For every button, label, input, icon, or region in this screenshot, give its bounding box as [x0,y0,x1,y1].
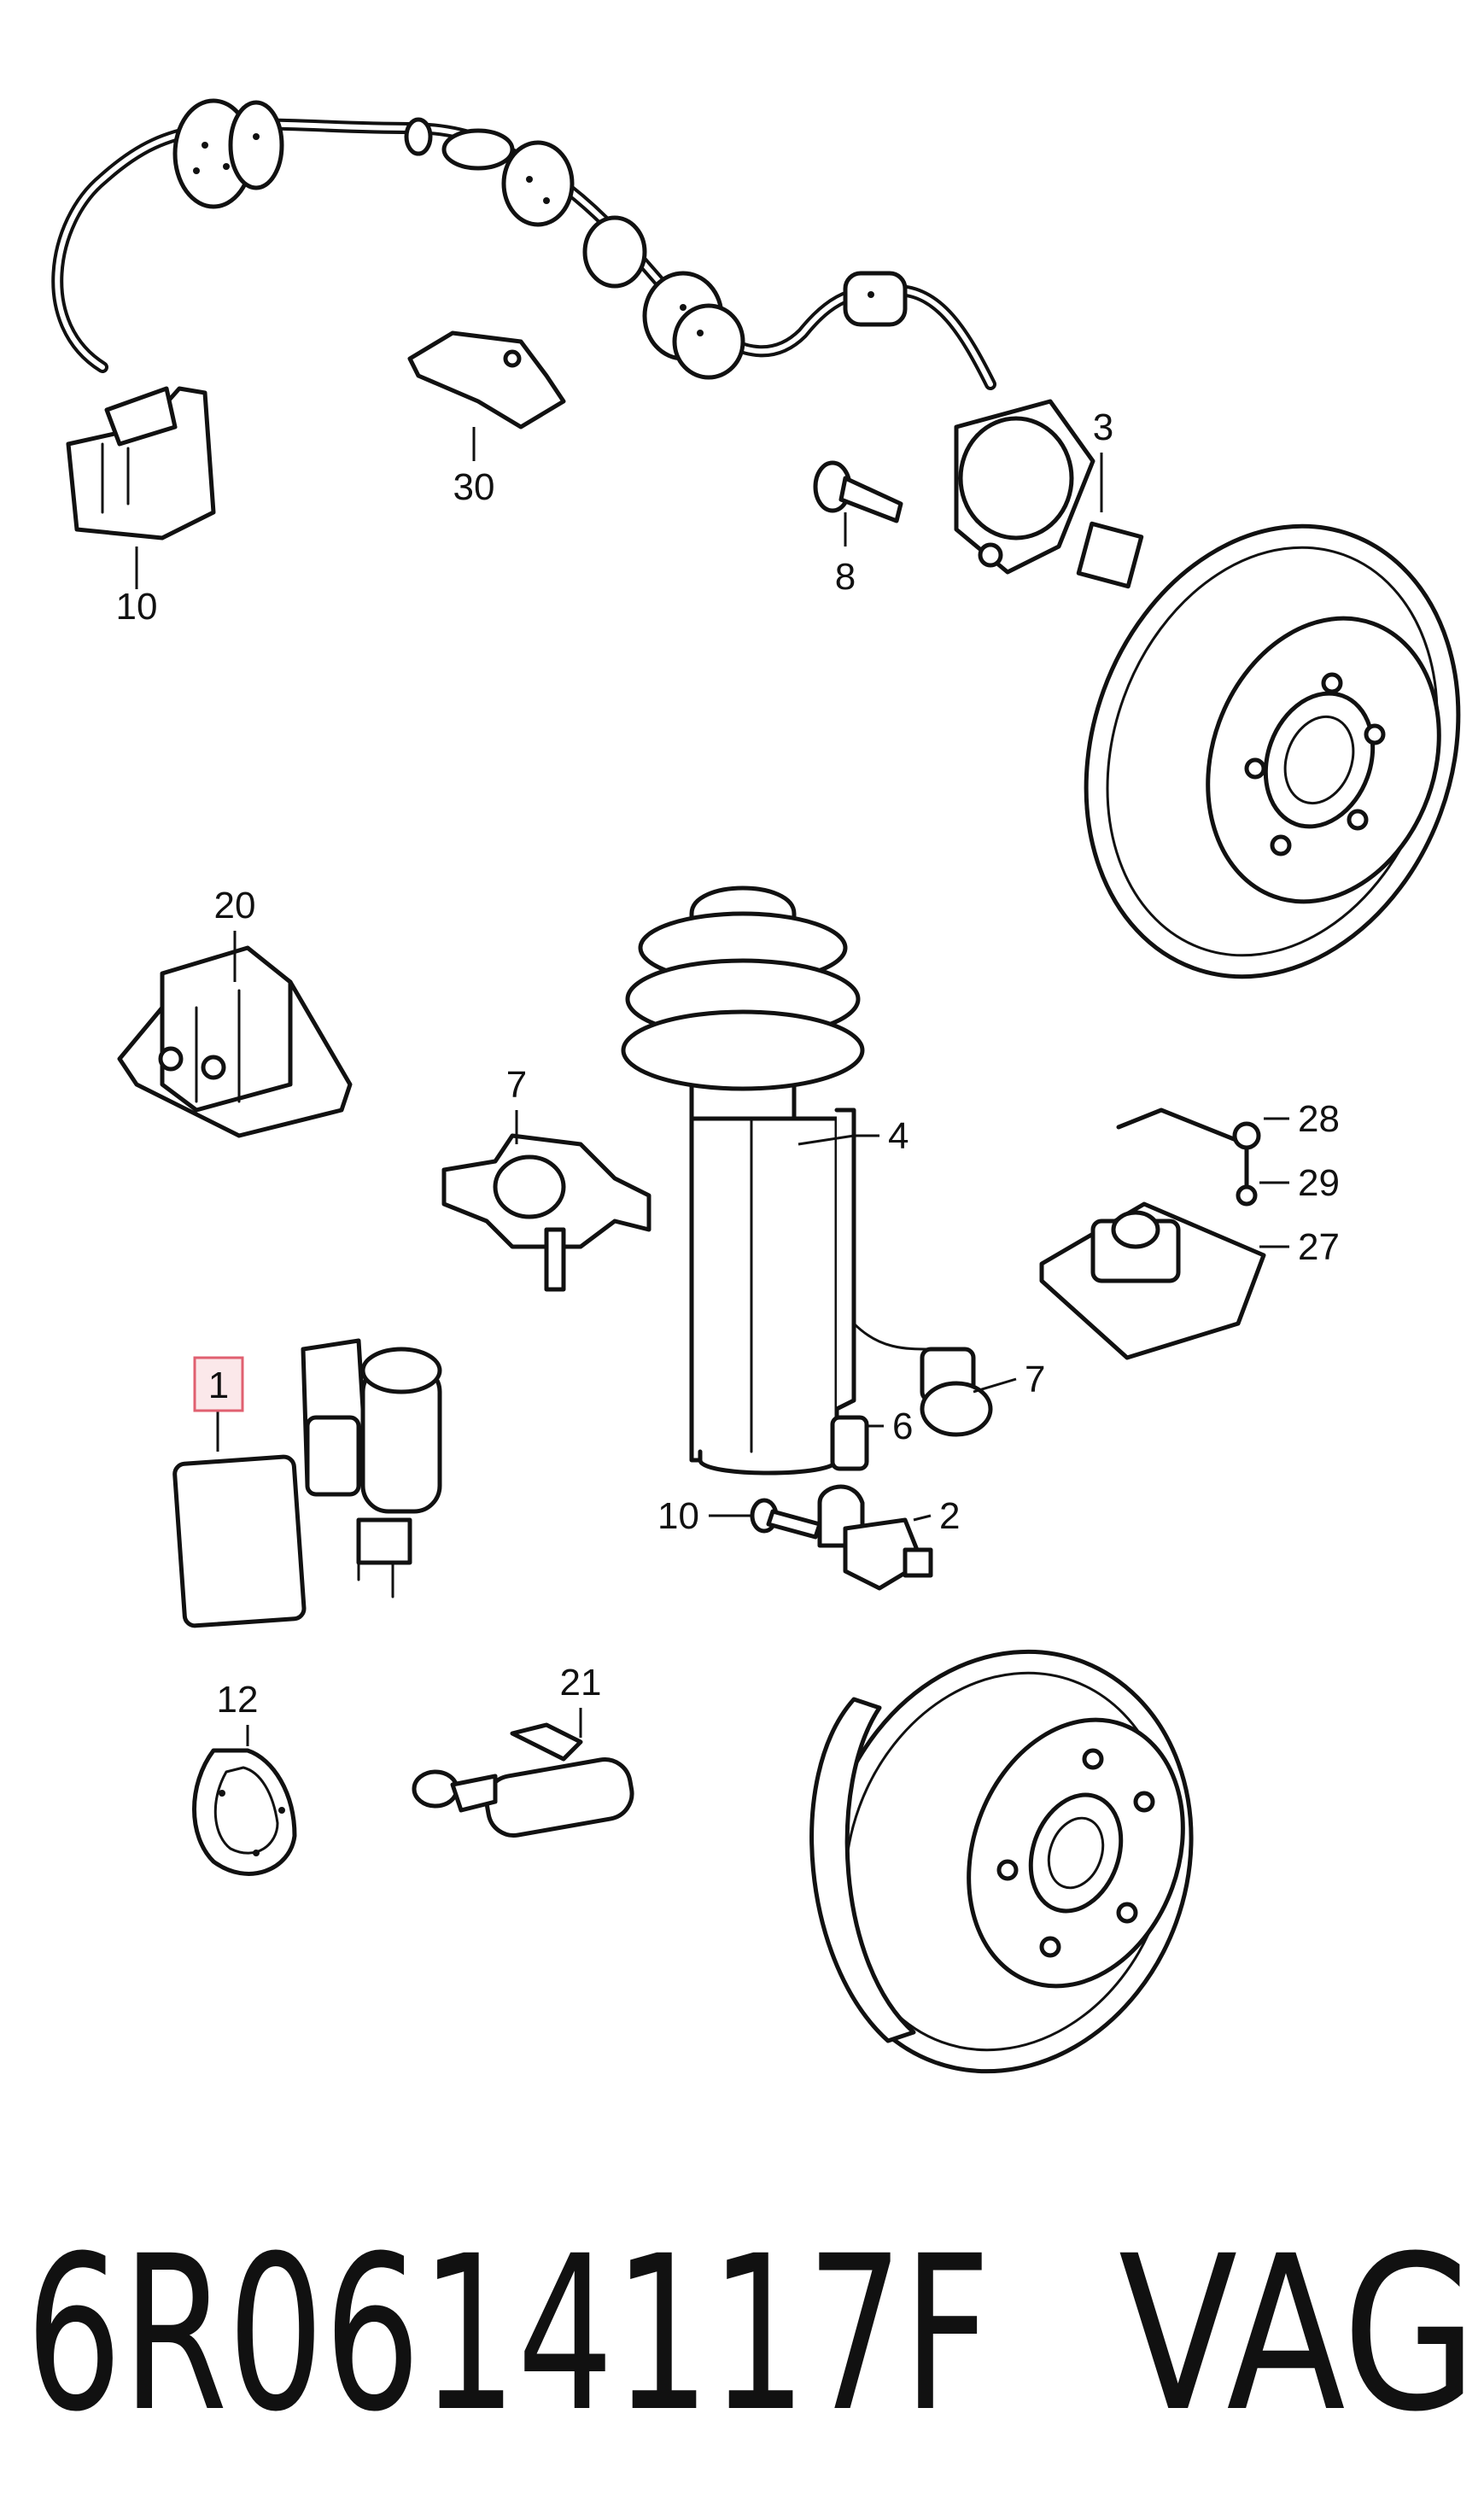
callout-11: 10 [116,586,158,628]
callout-28: 28 [1298,1098,1340,1140]
abs-sensor-lower [750,1484,933,1591]
bolt-10-top [813,460,903,523]
clip-8 [441,1133,651,1292]
bracket-module-27-29 [1039,1108,1266,1360]
callout-7: 7 [1025,1359,1045,1400]
callout-12: 12 [217,1679,259,1721]
brand-title: VAG [1119,2210,1477,2458]
abs-sensor-top [954,399,1144,589]
brake-disc-lower [809,1649,1194,2074]
callout-21: 21 [560,1662,602,1704]
callout-29: 29 [1298,1162,1340,1204]
shock-absorber-4 [621,885,993,1476]
leader-lines [135,427,1289,1746]
callout-6: 6 [892,1406,913,1447]
callout-3: 3 [1093,406,1113,448]
callout-20: 20 [214,885,256,926]
callout-10-lower: 10 [657,1495,699,1537]
compressor-unit-1 [172,1338,442,1628]
callout-4: 4 [888,1115,909,1157]
highlight-box-1 [193,1356,244,1412]
callout-1: 1 [208,1365,229,1406]
control-unit-20 [117,945,353,1138]
abs-sensor-cable-harness [51,98,996,541]
part-number-title: 6R0614117F [26,2210,990,2458]
seal-ring-12 [192,1748,297,1876]
callout-27: 27 [1298,1226,1340,1268]
callout-30: 30 [453,466,495,508]
callout-8: 7 [506,1064,527,1106]
bracket-30 [407,330,566,430]
callout-2: 2 [939,1495,960,1537]
valve-21 [412,1722,634,1838]
callout-labels: 10 30 8 3 20 7 4 28 29 27 7 6 1 10 2 12 … [116,406,1340,1721]
brake-disc-upper [1084,523,1461,979]
callout-10-top: 8 [835,556,856,598]
